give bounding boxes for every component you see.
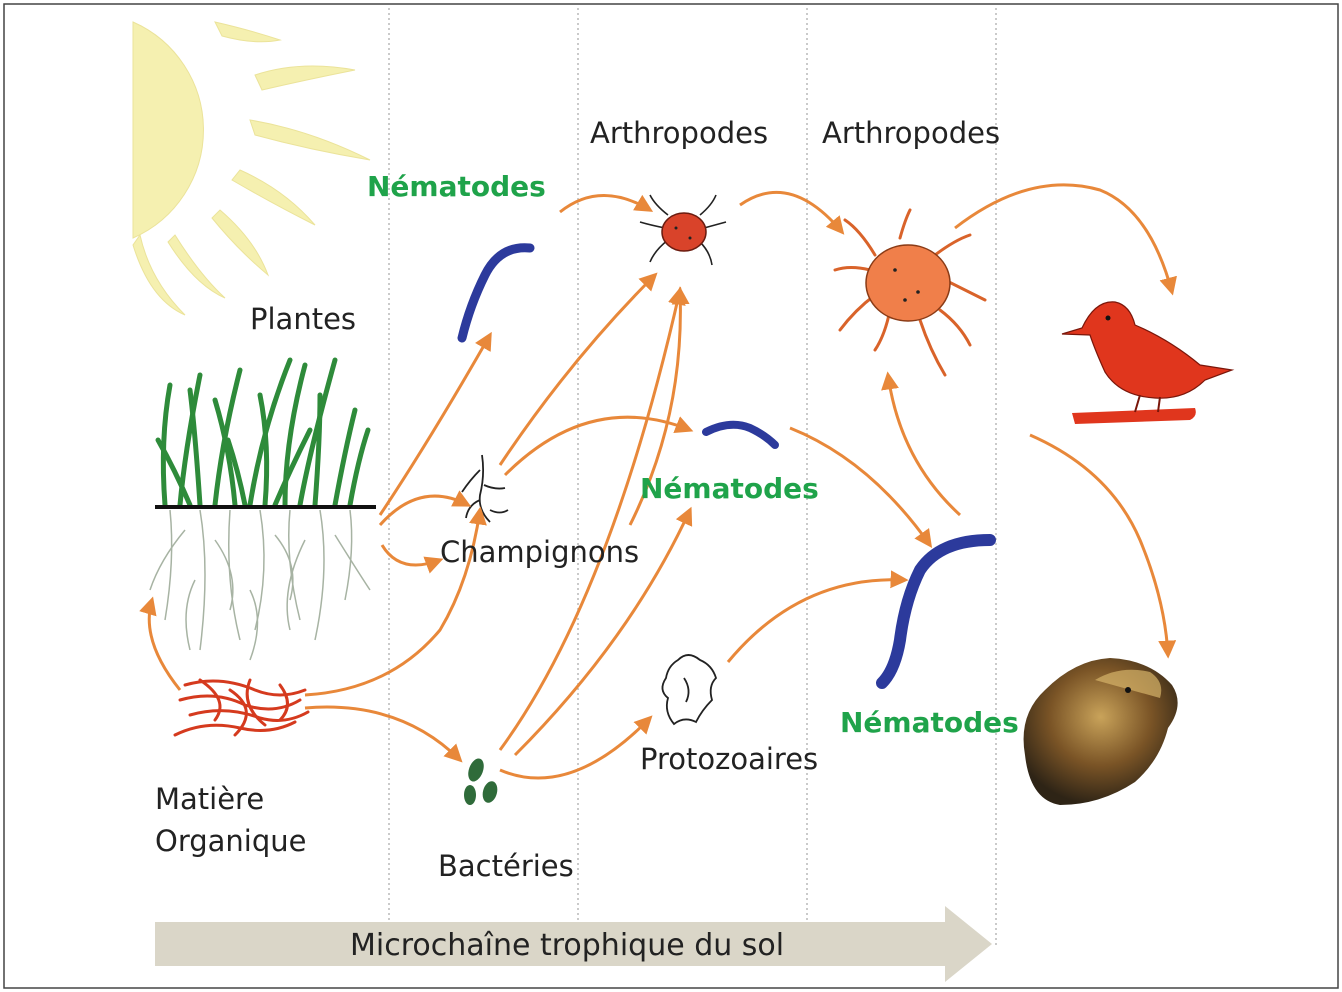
label-matiere-line1: Matière: [155, 782, 264, 817]
label-nematodes-top: Nématodes: [367, 170, 546, 204]
rodent-icon: [1024, 658, 1178, 805]
bird-icon: [1062, 302, 1232, 424]
grass-icon: [150, 360, 376, 660]
label-nematodes-mid: Nématodes: [640, 472, 819, 506]
protozoa-icon: [662, 655, 716, 724]
spider-mite-icon: [835, 210, 985, 375]
mite-icon: [640, 195, 726, 265]
label-bacteries: Bactéries: [438, 849, 574, 884]
label-protozoaires: Protozoaires: [640, 742, 818, 777]
banner-label: Microchaîne trophique du sol: [350, 928, 784, 963]
label-arthropodes-2: Arthropodes: [822, 116, 1000, 151]
label-matiere-line2: Organique: [155, 824, 307, 859]
label-arthropodes-1: Arthropodes: [590, 116, 768, 151]
label-plantes: Plantes: [250, 302, 356, 337]
label-nematodes-bottom: Nématodes: [840, 706, 1019, 740]
sun-icon: [133, 22, 370, 315]
label-champignons: Champignons: [440, 535, 639, 570]
bacteria-icon: [464, 756, 500, 805]
organic-matter-icon: [175, 680, 308, 735]
